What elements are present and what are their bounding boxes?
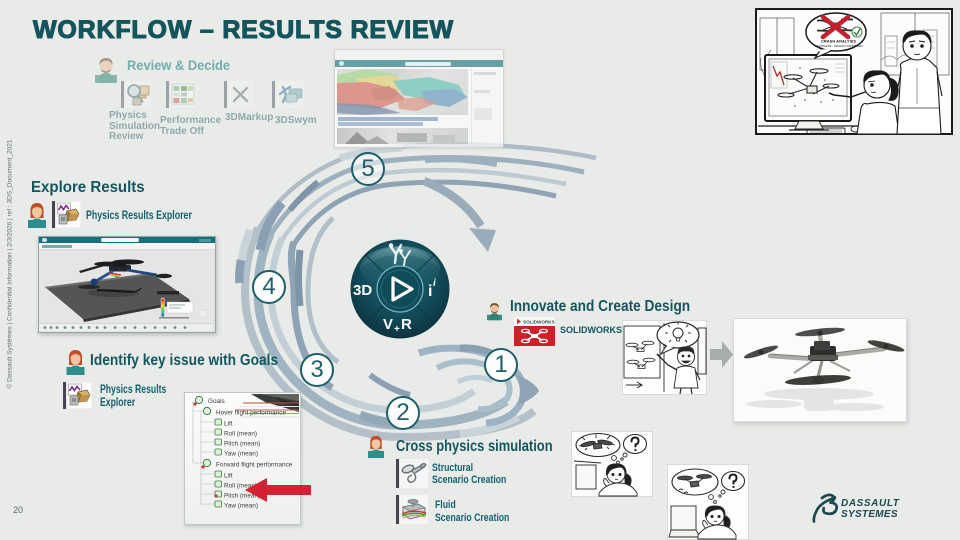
- svg-text:i: i: [433, 278, 436, 289]
- svg-text:Hover flight performance: Hover flight performance: [216, 410, 286, 417]
- svg-text:R: R: [401, 316, 412, 333]
- svg-text:Pitch (mean): Pitch (mean): [224, 493, 260, 500]
- svg-text:COMPLETE - DESIGN IMPROVED: COMPLETE - DESIGN IMPROVED: [815, 44, 863, 48]
- svg-text:Lift: Lift: [224, 473, 233, 480]
- svg-text:Roll (mean): Roll (mean): [224, 431, 257, 438]
- svg-text:V: V: [383, 316, 393, 333]
- svg-text:Roll (mean): Roll (mean): [224, 483, 257, 490]
- svg-text:SYSTEMES: SYSTEMES: [841, 509, 898, 520]
- svg-text:Pitch (mean): Pitch (mean): [224, 441, 260, 448]
- svg-text:Forward flight performance: Forward flight performance: [216, 462, 293, 469]
- svg-text:DASSAULT: DASSAULT: [841, 498, 900, 509]
- svg-text:CRASH ANALYSIS: CRASH ANALYSIS: [821, 39, 856, 44]
- svg-text:Yaw (mean): Yaw (mean): [224, 451, 258, 458]
- svg-text:i: i: [428, 283, 432, 300]
- svg-text:SOLIDWORKS: SOLIDWORKS: [523, 320, 555, 325]
- svg-text:+: +: [394, 324, 400, 335]
- svg-text:Goals: Goals: [208, 398, 225, 405]
- svg-text:Yaw (mean): Yaw (mean): [224, 503, 258, 510]
- svg-text:3D: 3D: [353, 282, 372, 299]
- svg-text:Lift: Lift: [224, 421, 233, 428]
